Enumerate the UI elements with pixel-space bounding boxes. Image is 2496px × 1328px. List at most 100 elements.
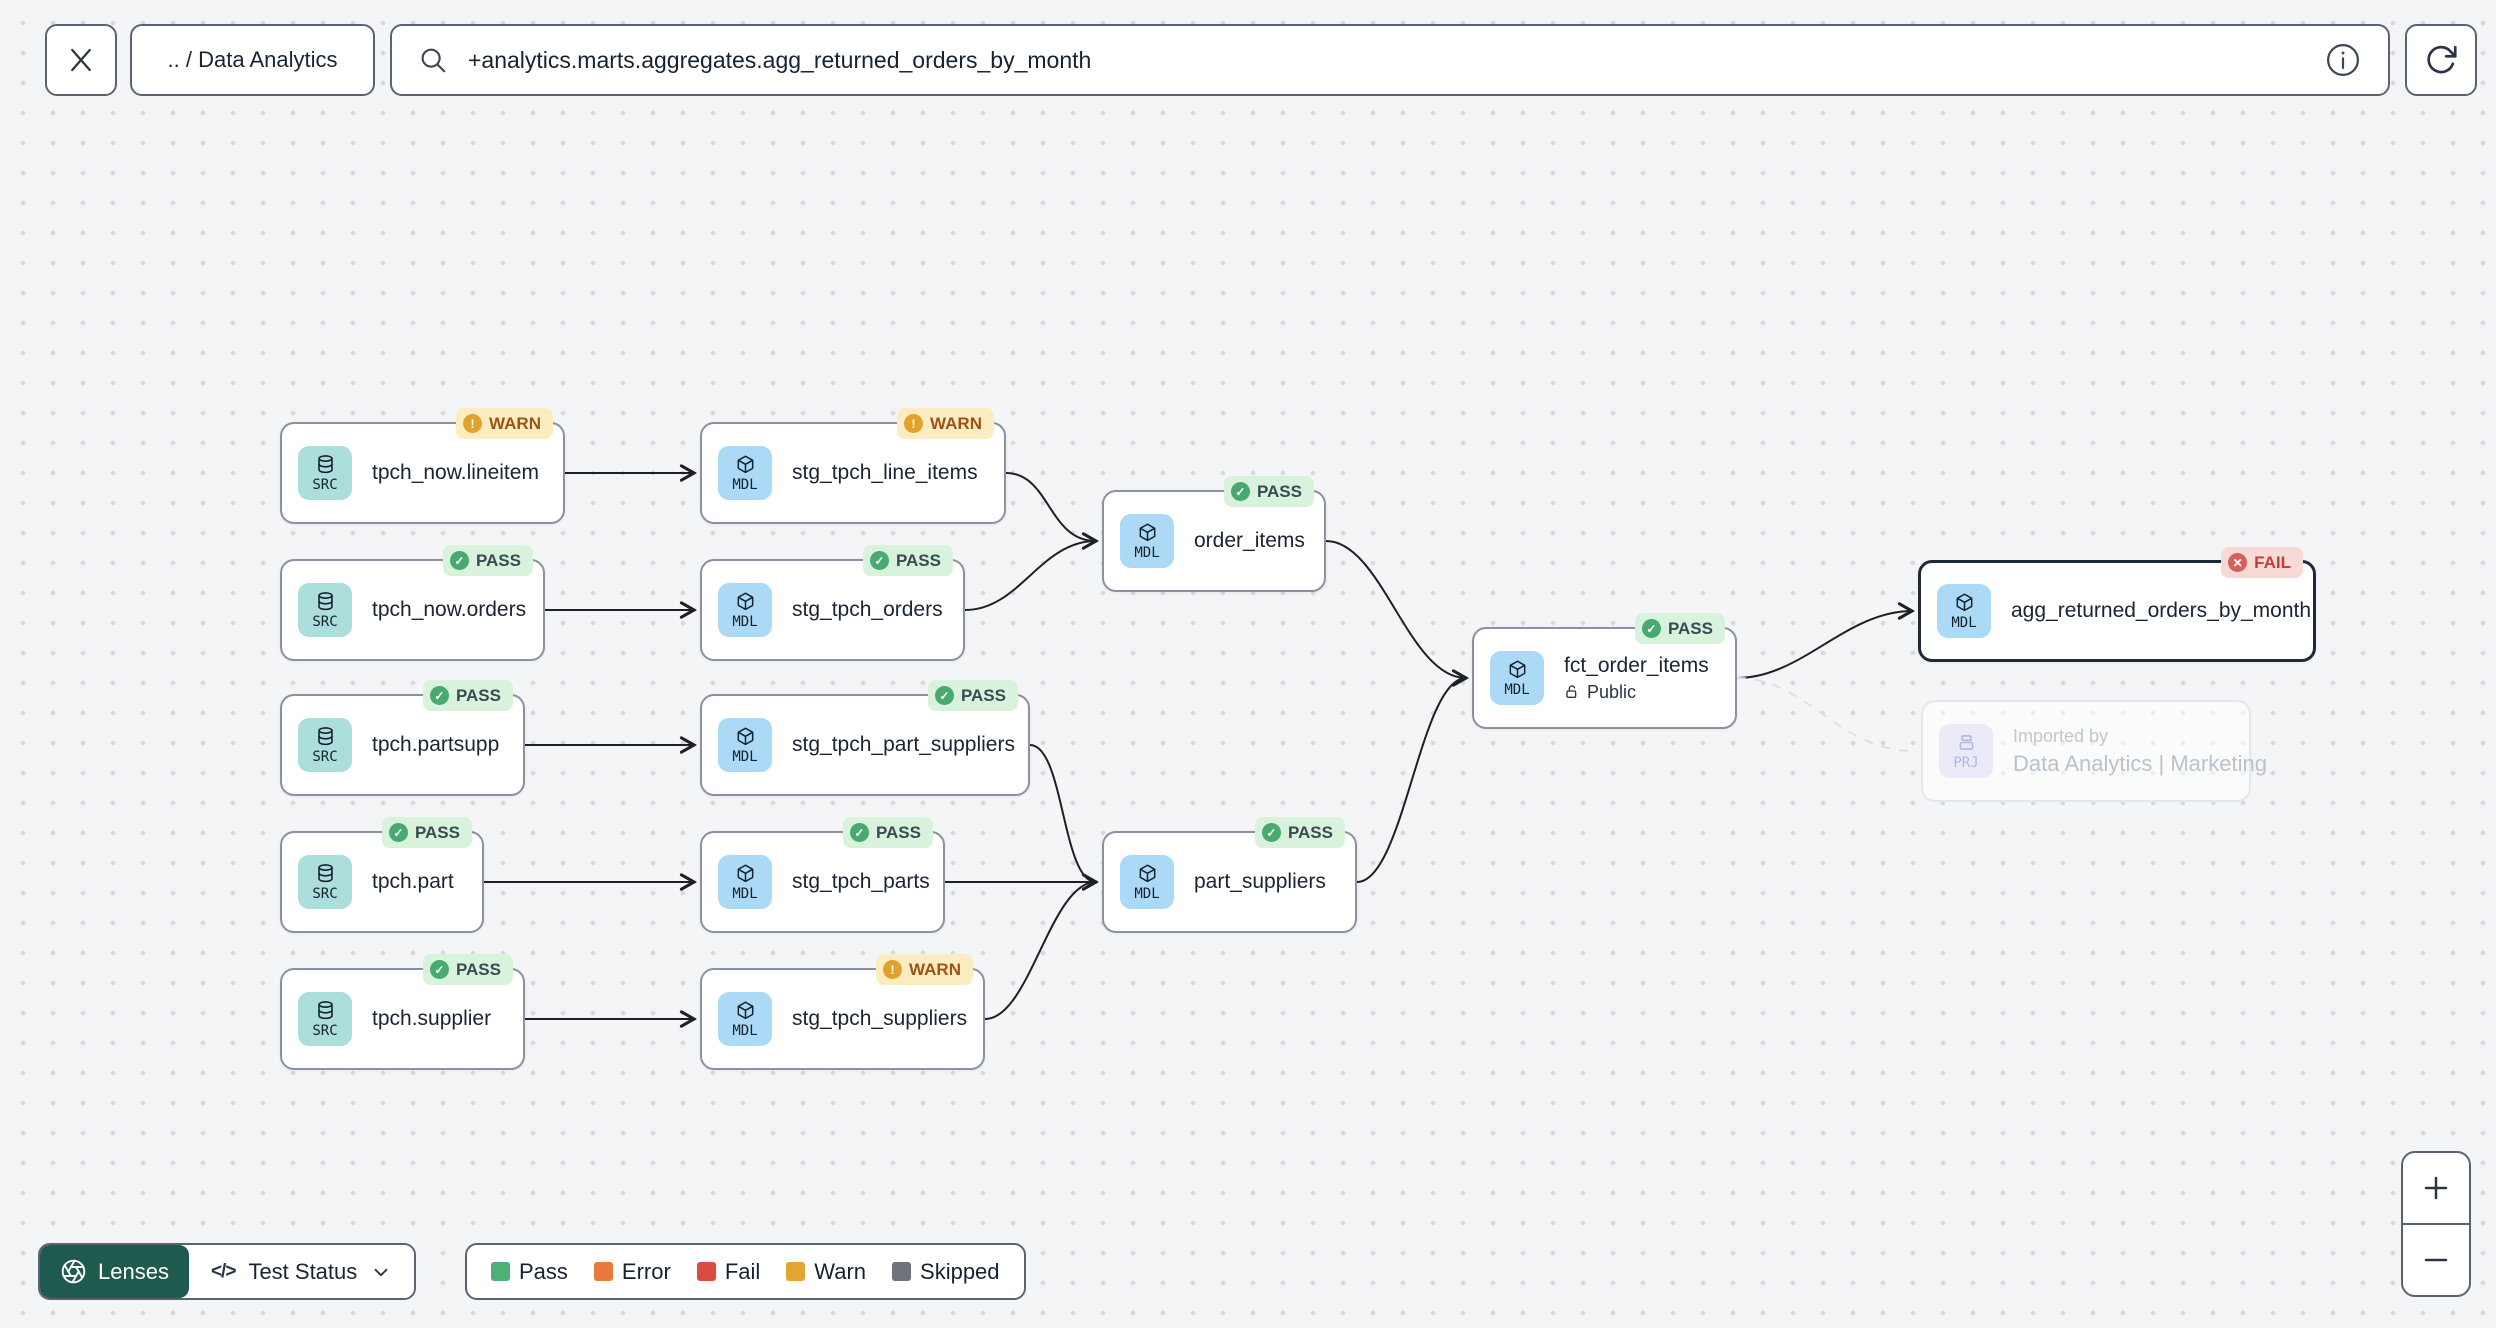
chevron-down-icon (374, 1268, 388, 1276)
status-badge: ✓PASS (842, 817, 933, 848)
close-icon (71, 48, 91, 72)
refresh-button[interactable] (2405, 24, 2477, 96)
database-icon (317, 726, 333, 745)
source-chip: SRC (298, 583, 352, 637)
node-tpch_now-orders[interactable]: ✓PASS SRC tpch_now.orders (280, 545, 545, 661)
status-badge: !WARN (456, 408, 553, 439)
node-stg_tpch_parts[interactable]: ✓PASS MDL stg_tpch_parts (700, 817, 945, 933)
legend-item-error: Error (593, 1259, 671, 1285)
test-status-legend: Pass Error Fail Warn Skipped (465, 1243, 1026, 1300)
search-icon (421, 48, 446, 73)
source-chip: SRC (298, 992, 352, 1046)
warn-icon: ! (463, 414, 483, 433)
node-tpch-supplier[interactable]: ✓PASS SRC tpch.supplier (280, 954, 525, 1070)
node-tpch_now-lineitem[interactable]: !WARN SRC tpch_now.lineitem (280, 408, 565, 524)
minus-icon (2424, 1258, 2448, 1262)
node-project-import[interactable]: PRJ Imported by Data Analytics | Marketi… (1921, 700, 2267, 802)
cube-icon (1956, 593, 1972, 611)
node-stg_tpch_orders[interactable]: ✓PASS MDL stg_tpch_orders (700, 545, 965, 661)
code-icon: </> (210, 1260, 237, 1282)
status-badge: ✓PASS (862, 545, 953, 576)
node-fct_order_items[interactable]: ✓PASS MDL fct_order_items Public (1472, 613, 1737, 729)
status-badge: ✓PASS (442, 545, 533, 576)
node-tpch-part[interactable]: ✓PASS SRC tpch.part (280, 817, 484, 933)
zoom-controls (2401, 1151, 2471, 1297)
node-label: tpch.part (372, 870, 454, 893)
model-chip: MDL (718, 718, 772, 772)
model-chip: MDL (718, 992, 772, 1046)
search-bar[interactable]: +analytics.marts.aggregates.agg_returned… (390, 24, 2390, 96)
zoom-in-button[interactable] (2403, 1153, 2469, 1223)
unlock-icon (1566, 685, 1577, 698)
refresh-icon (2427, 45, 2457, 74)
status-badge: ✓PASS (927, 680, 1018, 711)
check-icon: ✓ (1641, 619, 1661, 638)
search-input[interactable]: +analytics.marts.aggregates.agg_returned… (468, 46, 1092, 73)
lenses-button[interactable]: Lenses (40, 1245, 189, 1298)
node-label: tpch.partsupp (372, 733, 500, 756)
node-agg_returned_orders_by_month[interactable]: ✕FAIL MDL agg_returned_orders_by_month (1918, 547, 2316, 662)
node-label: stg_tpch_line_items (792, 461, 978, 484)
check-icon: ✓ (869, 551, 889, 570)
model-chip: MDL (1120, 514, 1174, 568)
cube-icon (1139, 523, 1155, 541)
breadcrumb[interactable]: .. / Data Analytics (130, 24, 375, 96)
cube-icon (737, 592, 753, 610)
node-order_items[interactable]: ✓PASS MDL order_items (1102, 476, 1326, 592)
pass-swatch (491, 1262, 510, 1281)
skipped-swatch (892, 1262, 912, 1281)
project-chip: PRJ (1939, 724, 1993, 778)
database-icon (317, 863, 333, 882)
status-badge: ✓PASS (422, 954, 513, 985)
node-tpch-partsupp[interactable]: ✓PASS SRC tpch.partsupp (280, 680, 525, 796)
legend-item-pass: Pass (491, 1259, 568, 1285)
node-label: stg_tpch_parts (792, 870, 930, 893)
status-badge: !WARN (876, 954, 973, 985)
node-label: agg_returned_orders_by_month (2011, 599, 2312, 622)
info-icon[interactable] (2324, 41, 2362, 79)
legend-item-fail: Fail (696, 1259, 760, 1285)
model-chip: MDL (718, 583, 772, 637)
check-icon: ✓ (449, 551, 469, 570)
legend-item-warn: Warn (786, 1259, 866, 1285)
model-chip: MDL (1490, 651, 1544, 705)
node-stg_tpch_part_suppliers[interactable]: ✓PASS MDL stg_tpch_part_suppliers (700, 680, 1030, 796)
aperture-icon (61, 1259, 86, 1284)
check-icon: ✓ (1261, 823, 1281, 842)
warn-icon: ! (904, 414, 924, 433)
cube-icon (737, 455, 753, 473)
zoom-out-button[interactable] (2403, 1223, 2469, 1295)
database-icon (317, 591, 333, 610)
warn-swatch (786, 1262, 806, 1281)
legend-item-skipped: Skipped (892, 1259, 1000, 1285)
cube-icon (1139, 864, 1155, 882)
edge-paths (484, 473, 1912, 1019)
close-button[interactable] (45, 24, 117, 96)
node-stg_tpch_suppliers[interactable]: !WARN MDL stg_tpch_suppliers (700, 954, 985, 1070)
check-icon: ✓ (934, 686, 954, 705)
node-label: stg_tpch_part_suppliers (792, 733, 1015, 756)
cube-icon (737, 727, 753, 745)
breadcrumb-label: .. / Data Analytics (167, 47, 338, 72)
node-part_suppliers[interactable]: ✓PASS MDL part_suppliers (1102, 817, 1357, 933)
node-stg_tpch_line_items[interactable]: !WARN MDL stg_tpch_line_items (700, 408, 1006, 524)
faded-edge (1736, 677, 1916, 752)
model-chip: MDL (1937, 584, 1991, 638)
source-chip: SRC (298, 718, 352, 772)
check-icon: ✓ (849, 823, 869, 842)
check-icon: ✓ (388, 823, 408, 842)
node-label: tpch_now.lineitem (372, 461, 539, 484)
check-icon: ✓ (1230, 482, 1250, 501)
cube-icon (737, 864, 753, 882)
model-chip: MDL (1120, 855, 1174, 909)
plus-icon (2424, 1176, 2448, 1200)
node-label: part_suppliers (1194, 870, 1326, 893)
archive-icon (1959, 734, 1973, 750)
lens-selector-dropdown[interactable]: </> Test Status (188, 1245, 415, 1298)
fail-swatch (696, 1262, 716, 1281)
check-icon: ✓ (429, 686, 449, 705)
node-label: tpch.supplier (372, 1007, 492, 1030)
status-badge: ✓PASS (422, 680, 513, 711)
node-label: order_items (1194, 529, 1305, 552)
